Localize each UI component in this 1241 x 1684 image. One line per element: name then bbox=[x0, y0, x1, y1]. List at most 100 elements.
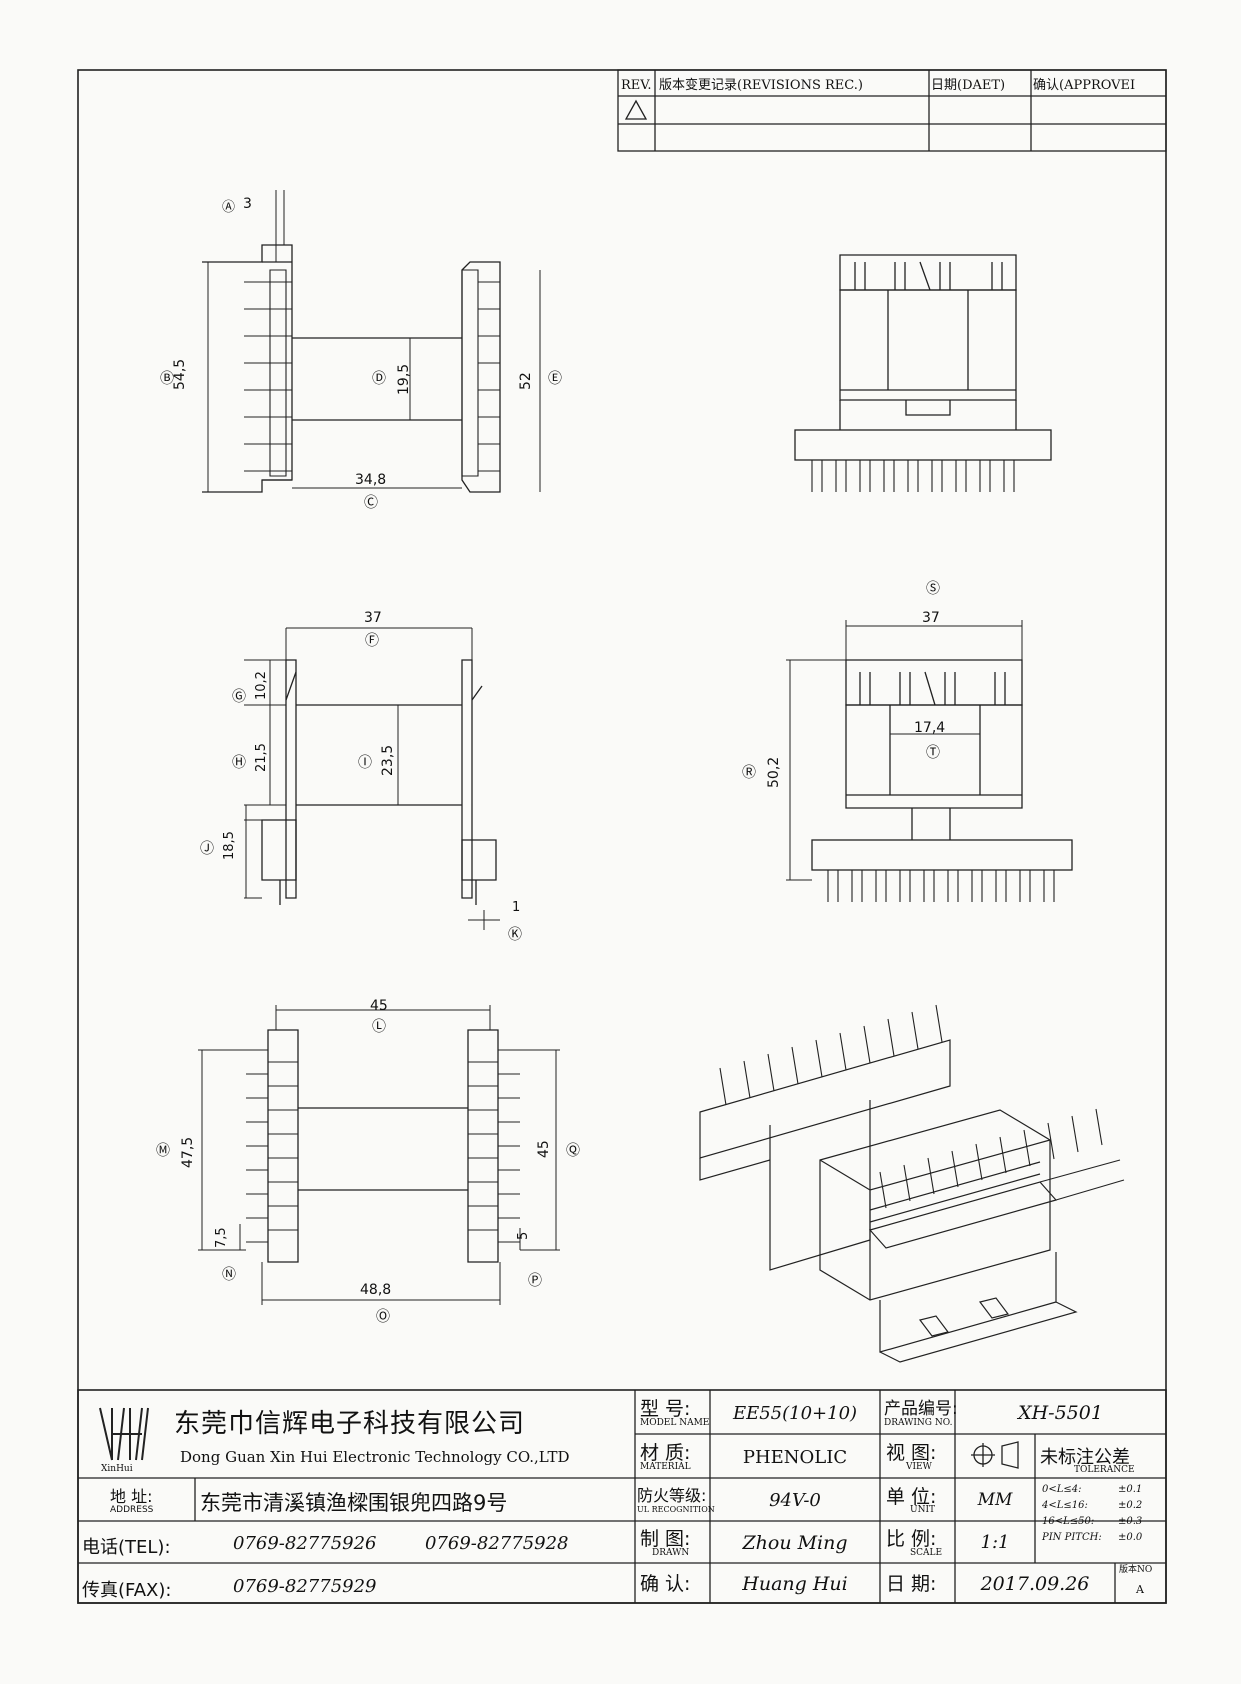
date-label: 日 期: bbox=[886, 1573, 937, 1595]
label-c: Ⓒ bbox=[364, 495, 378, 511]
drawing-no-label: 产品编号: bbox=[884, 1399, 958, 1419]
label-t: Ⓣ bbox=[926, 745, 940, 761]
date-value: 2017.09.26 bbox=[980, 1573, 1090, 1595]
dim-b: 54,5 bbox=[172, 358, 188, 390]
confirm-value: Huang Hui bbox=[742, 1573, 848, 1595]
approve-header: 确认(APPROVEI bbox=[1033, 78, 1135, 93]
address: 东莞市清溪镇渔樑围银兜四路9号 bbox=[200, 1491, 508, 1515]
drawn-value: Zhou Ming bbox=[742, 1531, 848, 1554]
tolerance-range: 16<L≤50: bbox=[1042, 1516, 1095, 1527]
company-logo-icon bbox=[99, 1407, 149, 1461]
drawn-label-en: DRAWN bbox=[652, 1548, 690, 1558]
drawing-no-value: XH-5501 bbox=[1018, 1402, 1103, 1424]
label-p: Ⓟ bbox=[528, 1273, 542, 1289]
label-g: Ⓖ bbox=[232, 689, 246, 705]
ul-label: 防火等级: bbox=[637, 1486, 707, 1505]
ul-value: 94V-0 bbox=[769, 1489, 821, 1511]
company-name-cn: 东莞巾信辉电子科技有限公司 bbox=[174, 1409, 526, 1439]
title-block bbox=[77, 1389, 1167, 1604]
dim-e: 52 bbox=[518, 372, 534, 390]
view-label-en: VIEW bbox=[906, 1462, 932, 1472]
confirm-label: 确 认: bbox=[640, 1573, 691, 1595]
scale-value: 1:1 bbox=[980, 1532, 1010, 1553]
revisions-header: 版本变更记录(REVISIONS REC.) bbox=[659, 77, 863, 93]
tolerance-range: 4<L≤16: bbox=[1042, 1500, 1088, 1511]
unit-label-en: UNIT bbox=[910, 1505, 936, 1515]
tolerance-value: ±0.2 bbox=[1118, 1500, 1143, 1511]
dim-q: 45 bbox=[536, 1140, 552, 1158]
dim-s: 37 bbox=[922, 610, 940, 626]
dim-l: 45 bbox=[370, 998, 388, 1014]
label-a: Ⓐ bbox=[222, 200, 236, 215]
dim-n: 7,5 bbox=[214, 1227, 229, 1248]
label-q: Ⓠ bbox=[566, 1143, 580, 1159]
tolerance-value: ±0.0 bbox=[1118, 1532, 1143, 1543]
ul-label-en: UL RECOGNITION bbox=[637, 1505, 715, 1514]
tel-2: 0769-82775928 bbox=[425, 1533, 569, 1554]
tolerance-label: 未标注公差 bbox=[1040, 1447, 1130, 1468]
tolerance-label-en: TOLERANCE bbox=[1074, 1465, 1135, 1475]
label-n: Ⓝ bbox=[222, 1267, 236, 1283]
label-s: Ⓢ bbox=[926, 581, 940, 597]
rev-label: 版本NO bbox=[1119, 1565, 1153, 1575]
dim-r: 50,2 bbox=[766, 756, 782, 788]
drawing-no-label-en: DRAWING NO. bbox=[884, 1418, 953, 1428]
address-label-en: ADDRESS bbox=[110, 1505, 154, 1515]
address-label: 地 址: bbox=[110, 1487, 153, 1506]
scale-label: 比 例: bbox=[886, 1528, 937, 1550]
rev-header: REV. bbox=[621, 78, 652, 93]
dim-t: 17,4 bbox=[914, 720, 946, 736]
rev-value: A bbox=[1136, 1583, 1144, 1596]
front-view-top bbox=[794, 254, 1052, 492]
tel-1: 0769-82775926 bbox=[233, 1533, 377, 1554]
label-r: Ⓡ bbox=[742, 765, 756, 781]
company-name-en: Dong Guan Xin Hui Electronic Technology … bbox=[180, 1448, 570, 1466]
dim-d: 19,5 bbox=[396, 363, 412, 395]
tolerance-range: 0<L≤4: bbox=[1042, 1484, 1082, 1495]
model-value: EE55(10+10) bbox=[732, 1402, 858, 1424]
dim-c: 34,8 bbox=[355, 472, 387, 488]
dim-f: 37 bbox=[364, 610, 382, 626]
dim-k: 1 bbox=[512, 900, 521, 915]
fax-label: 传真(FAX): bbox=[82, 1580, 172, 1601]
tolerance-range: PIN PITCH: bbox=[1042, 1532, 1102, 1543]
dim-h: 21,5 bbox=[254, 743, 269, 772]
label-f: Ⓕ bbox=[365, 633, 379, 649]
model-label: 型 号: bbox=[640, 1398, 691, 1420]
label-m: Ⓜ bbox=[156, 1143, 170, 1159]
dim-o: 48,8 bbox=[360, 1282, 392, 1298]
dim-i: 23,5 bbox=[380, 744, 396, 776]
label-i: Ⓘ bbox=[358, 755, 372, 771]
material-label-en: MATERIAL bbox=[640, 1462, 691, 1472]
fax: 0769-82775929 bbox=[233, 1576, 377, 1597]
revision-table bbox=[617, 69, 1167, 152]
unit-label: 单 位: bbox=[886, 1486, 937, 1508]
label-d: Ⓓ bbox=[372, 371, 386, 387]
label-l: Ⓛ bbox=[372, 1019, 386, 1035]
date-header: 日期(DAET) bbox=[931, 78, 1005, 93]
material-label: 材 质: bbox=[640, 1442, 691, 1464]
dim-j: 18,5 bbox=[222, 831, 237, 860]
front-view-middle bbox=[786, 620, 1073, 902]
logo-text: XinHui bbox=[101, 1464, 133, 1474]
model-label-en: MODEL NAME bbox=[640, 1418, 710, 1428]
dim-a: 3 bbox=[243, 196, 252, 212]
dim-m: 47,5 bbox=[180, 1136, 196, 1168]
sheet-border bbox=[77, 69, 1167, 1604]
label-j: Ⓙ bbox=[200, 841, 214, 857]
view-label: 视 图: bbox=[886, 1442, 937, 1464]
revision-triangle-icon bbox=[624, 99, 648, 120]
label-h: Ⓗ bbox=[232, 755, 246, 771]
label-k: Ⓚ bbox=[508, 927, 522, 943]
tolerance-value: ±0.3 bbox=[1118, 1516, 1143, 1527]
side-view-top bbox=[202, 190, 541, 493]
side-view-middle bbox=[244, 627, 500, 930]
label-e: Ⓔ bbox=[548, 371, 562, 387]
top-view-bottom bbox=[198, 1005, 560, 1305]
dim-g: 10,2 bbox=[254, 671, 269, 700]
label-b: Ⓑ bbox=[160, 371, 174, 387]
isometric-view bbox=[699, 1004, 1125, 1363]
unit-value: MM bbox=[977, 1490, 1013, 1510]
tolerance-value: ±0.1 bbox=[1118, 1484, 1143, 1495]
